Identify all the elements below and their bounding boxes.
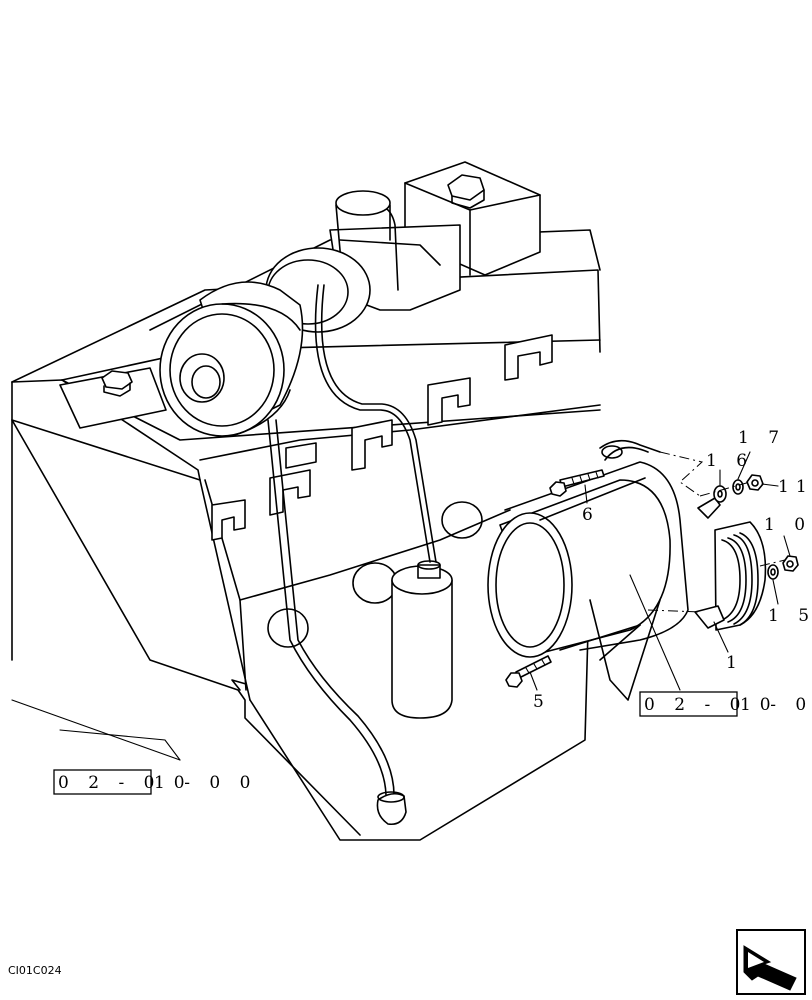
washer-16 — [713, 485, 727, 503]
washer-15 — [767, 564, 779, 580]
callout-16: 1 6 — [706, 451, 754, 471]
reference-left: 0 2 - 0 0 1 - 0 0 — [53, 769, 257, 795]
callout-11: 11 — [778, 477, 812, 497]
callout-10: 1 0 — [764, 515, 812, 535]
callout-17: 1 7 — [738, 428, 786, 448]
oil-filter — [391, 560, 453, 719]
callout-15: 1 5 — [768, 606, 812, 626]
bolt-6 — [549, 469, 605, 497]
callouts: 1 5 6 1 0 11 1 5 1 6 1 7 — [533, 428, 812, 712]
engine-block — [11, 229, 601, 841]
leader-lines — [59, 451, 791, 761]
reference-right-rest: 1 - 0 0 — [740, 695, 812, 715]
reference-right: 0 2 - 0 0 1 - 0 0 — [639, 691, 812, 717]
callout-1: 1 — [726, 653, 744, 673]
nut-11 — [746, 474, 764, 491]
next-page-arrow-icon[interactable] — [736, 929, 806, 995]
callout-6: 6 — [582, 505, 600, 525]
assembly-dashed-lines — [647, 451, 786, 613]
alternator-pulley-bracket — [694, 497, 767, 631]
reference-left-boxed: 0 2 - 0 0 — [58, 773, 192, 793]
figure-code: CI01C024 — [8, 964, 62, 977]
oil-lines — [267, 284, 437, 826]
nut-10 — [782, 555, 799, 572]
alternator — [487, 439, 689, 701]
reference-right-boxed: 0 2 - 0 0 — [644, 695, 778, 715]
callout-5: 5 — [533, 692, 551, 712]
reference-left-rest: 1 - 0 0 — [154, 773, 257, 793]
turbocharger — [159, 247, 371, 437]
bolt-5 — [505, 655, 552, 688]
washer-17 — [732, 479, 744, 495]
